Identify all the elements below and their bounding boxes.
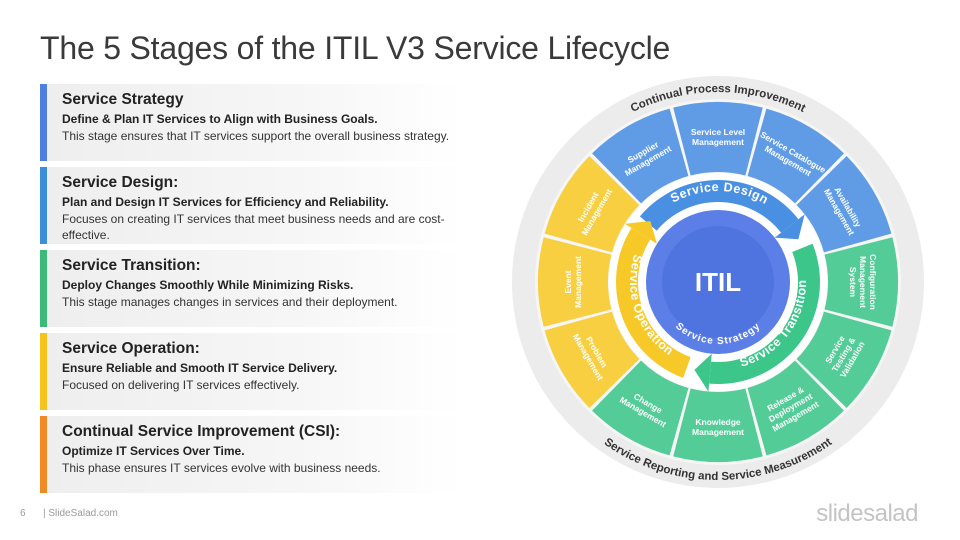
process-segment bbox=[592, 360, 689, 456]
lifecycle-arrow-band bbox=[639, 180, 799, 233]
stage-color-bar bbox=[40, 416, 47, 493]
segment-label-line: Management bbox=[858, 256, 868, 308]
center-label: ITIL bbox=[695, 267, 741, 297]
stage-subtitle: Plan and Design IT Services for Efficien… bbox=[62, 195, 389, 209]
brand-logo: slidesalad bbox=[816, 500, 918, 527]
stage-subtitle: Ensure Reliable and Smooth IT Service De… bbox=[62, 361, 338, 375]
lifecycle-arrow-band bbox=[616, 227, 691, 378]
process-segment bbox=[747, 360, 844, 456]
stage-description: This phase ensures IT services evolve wi… bbox=[62, 461, 381, 475]
process-segment bbox=[673, 388, 763, 462]
page-title: The 5 Stages of the ITIL V3 Service Life… bbox=[40, 30, 671, 66]
stage-name: Continual Service Improvement (CSI): bbox=[62, 423, 341, 440]
segment-label-line: Knowledge bbox=[695, 417, 741, 427]
stage-description: Focused on delivering IT services effect… bbox=[62, 378, 300, 392]
stage-name: Service Strategy bbox=[62, 91, 184, 108]
process-segment bbox=[796, 311, 892, 408]
stage-subtitle: Deploy Changes Smoothly While Minimizing… bbox=[62, 278, 354, 292]
segment-label-line: Management bbox=[692, 427, 744, 437]
process-segment bbox=[673, 101, 763, 176]
lifecycle-arrow-head bbox=[694, 353, 712, 392]
process-segment bbox=[824, 237, 898, 327]
process-segment bbox=[538, 237, 612, 327]
segment-label-line: System bbox=[848, 267, 858, 298]
footer-site: | SlideSalad.com bbox=[43, 508, 118, 519]
lifecycle-arrow-head bbox=[774, 214, 805, 240]
stage-name: Service Design: bbox=[62, 174, 179, 191]
stage-name: Service Transition: bbox=[62, 257, 201, 274]
stage-color-bar bbox=[40, 167, 47, 244]
stage-name: Service Operation: bbox=[62, 340, 200, 357]
process-segment bbox=[592, 108, 689, 204]
stage-description: Focuses on creating IT services that mee… bbox=[62, 212, 445, 242]
segment-label-line: Management bbox=[692, 137, 744, 147]
process-segment bbox=[796, 156, 892, 253]
stage-subtitle: Optimize IT Services Over Time. bbox=[62, 444, 245, 458]
stage-description: This stage manages changes in services a… bbox=[62, 295, 398, 309]
segment-label-line: Event bbox=[563, 270, 573, 293]
segment-label-line: Configuration bbox=[868, 254, 878, 310]
stage-description: This stage ensures that IT services supp… bbox=[62, 129, 450, 143]
stage-card: Continual Service Improvement (CSI): Opti… bbox=[40, 416, 463, 493]
process-segment bbox=[544, 156, 640, 253]
stage-card: Service Design: Plan and Design IT Servic… bbox=[40, 167, 463, 244]
segment-label-line: Management bbox=[573, 256, 583, 308]
stage-card: Service Transition: Deploy Changes Smooth… bbox=[40, 250, 463, 327]
page-number: 6 bbox=[20, 508, 26, 519]
lifecycle-arrow-band bbox=[709, 243, 820, 384]
stage-color-bar bbox=[40, 84, 47, 161]
stage-card: Service Operation: Ensure Reliable and Sm… bbox=[40, 333, 463, 410]
stage-color-bar bbox=[40, 250, 47, 327]
center-core bbox=[662, 226, 774, 338]
stage-color-bar bbox=[40, 333, 47, 410]
process-segment bbox=[747, 108, 844, 204]
stage-subtitle: Define & Plan IT Services to Align with … bbox=[62, 112, 378, 126]
segment-label-line: Service Level bbox=[691, 127, 745, 137]
process-segment bbox=[544, 311, 640, 408]
lifecycle-arrow-head bbox=[624, 221, 657, 244]
